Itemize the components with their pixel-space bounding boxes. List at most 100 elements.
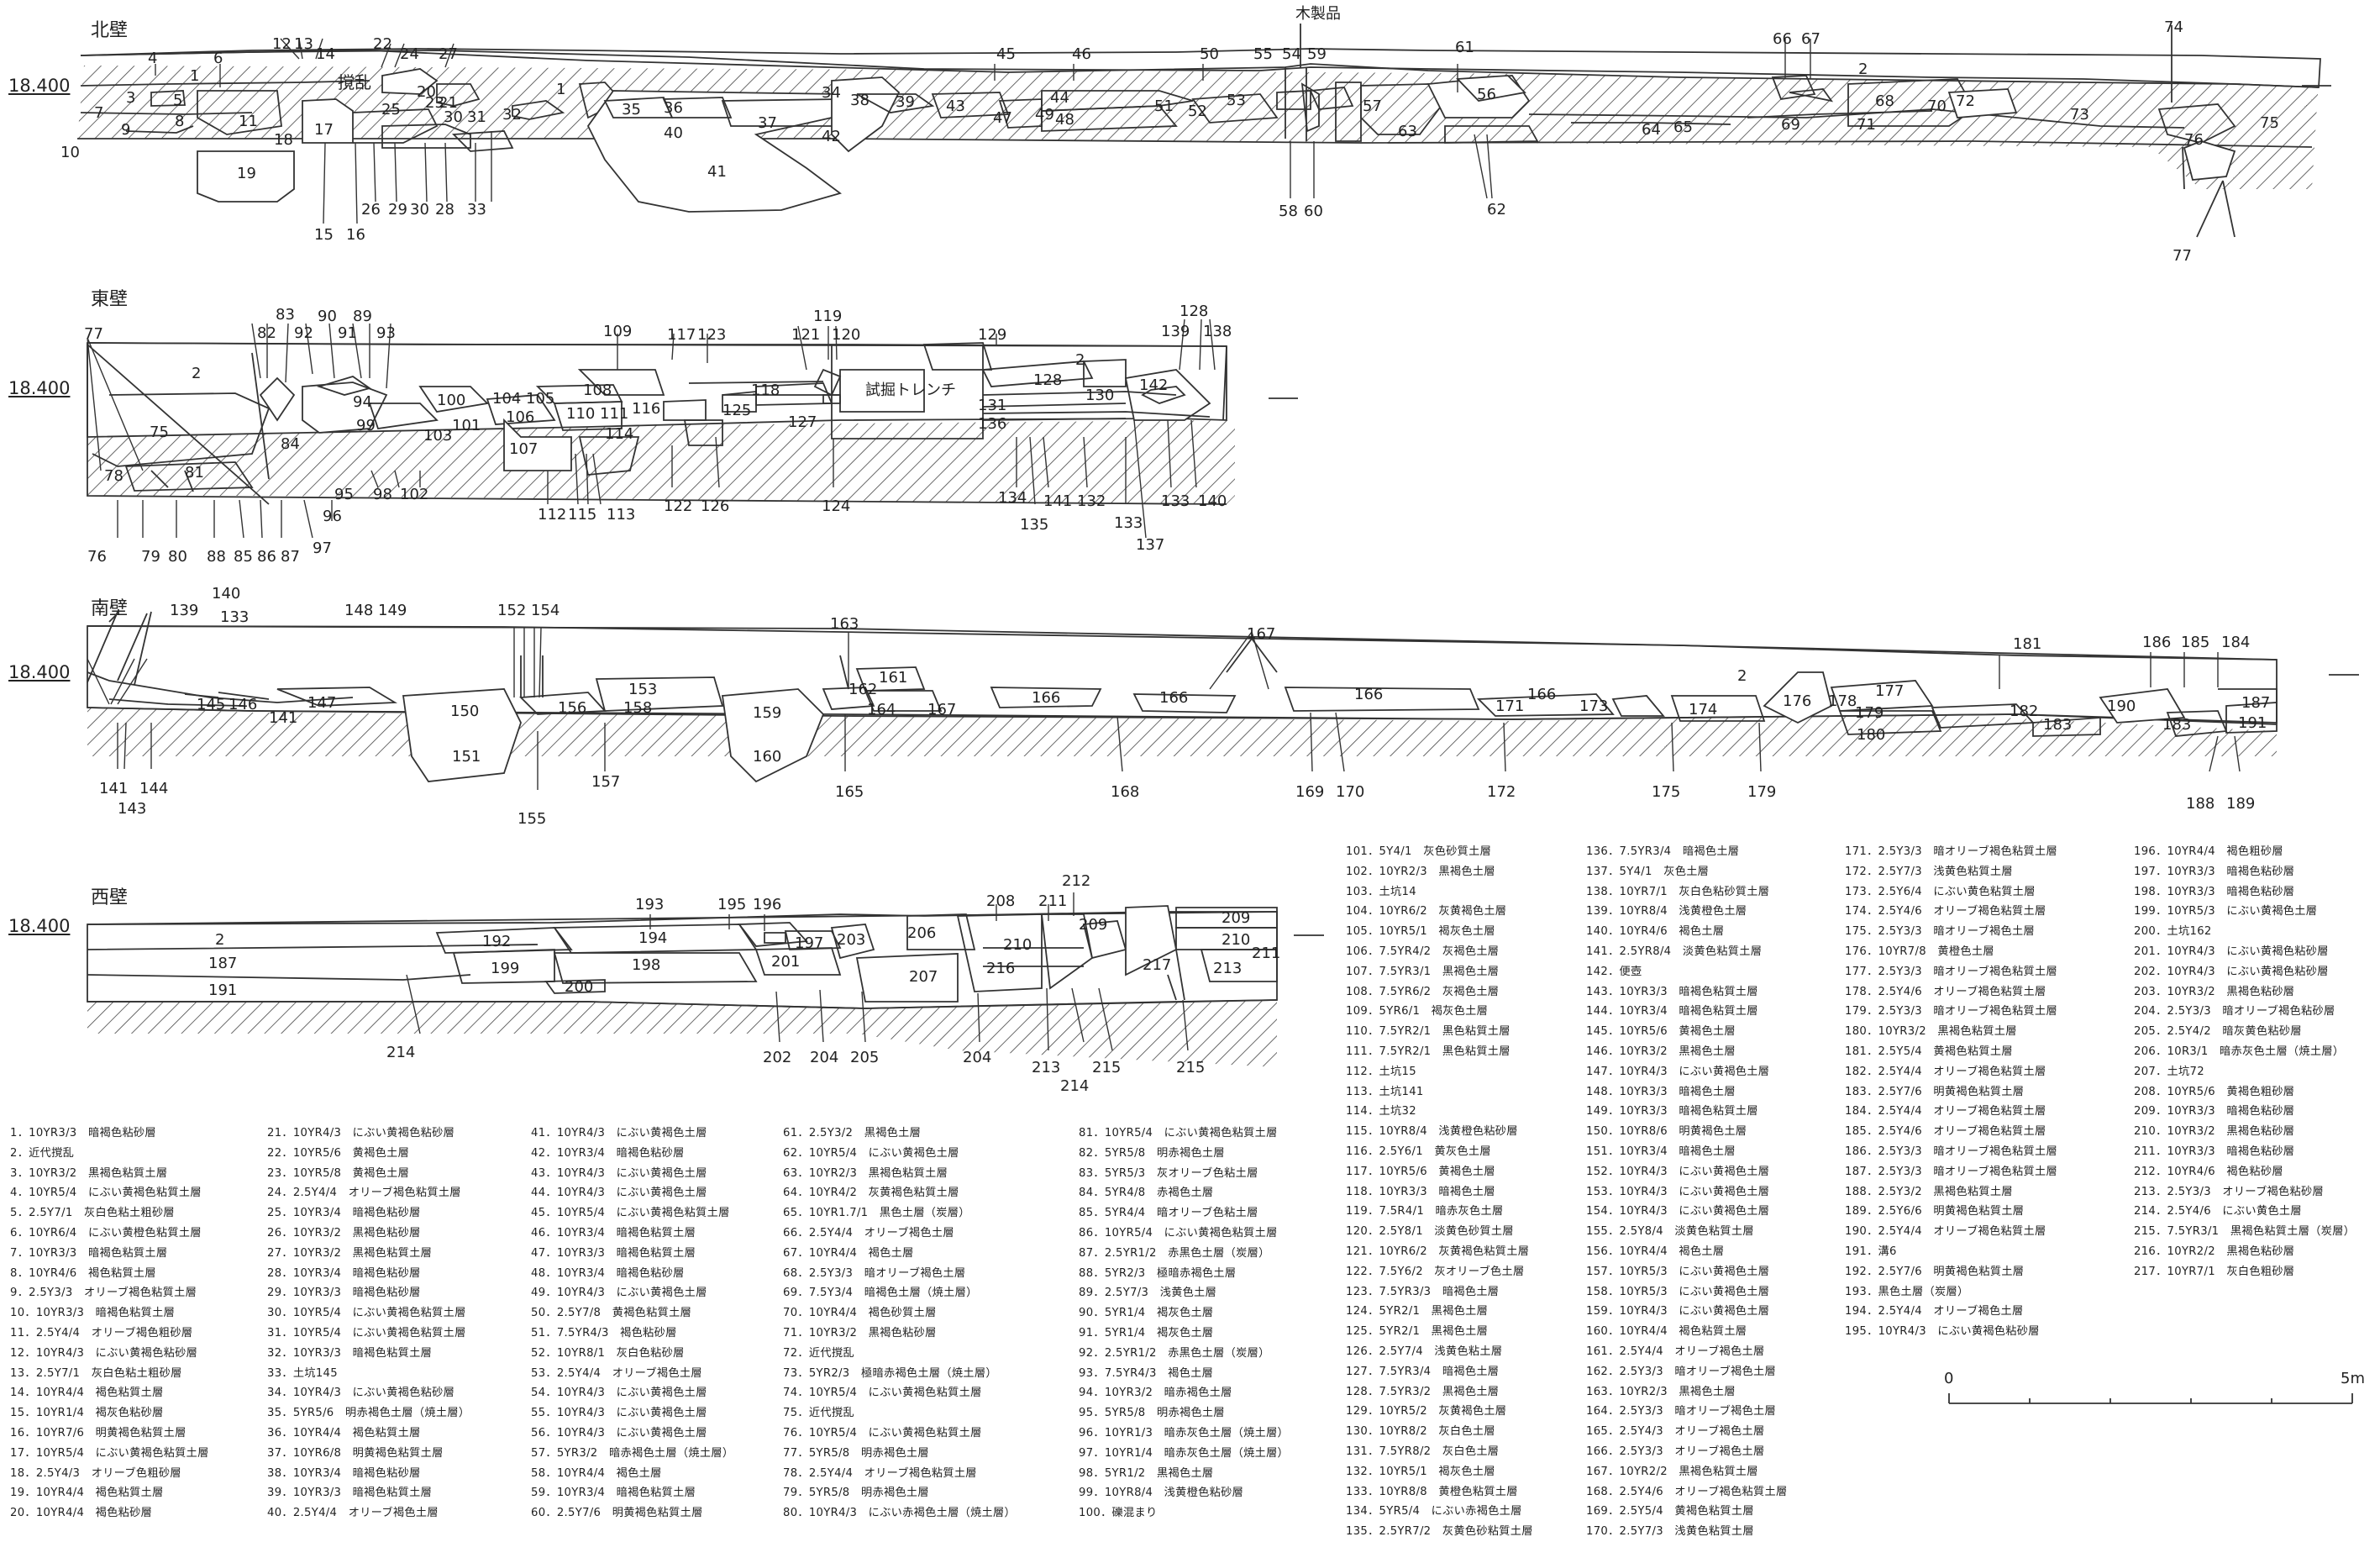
- legend-entry: 10．10YR3/3 暗褐色粘質土層: [10, 1307, 176, 1320]
- west-wall-title: 西壁: [91, 887, 129, 908]
- legend-entry: 81．10YR5/4 にぶい黄褐色粘質土層: [1079, 1127, 1278, 1139]
- legend-entry: 85．5YR4/4 暗オリーブ色粘土層: [1079, 1207, 1258, 1220]
- legend-entry: 22．10YR5/6 黄褐色土層: [267, 1146, 410, 1160]
- svg-text:49: 49: [1035, 106, 1054, 124]
- svg-text:195: 195: [717, 896, 746, 913]
- legend-entry: 67．10YR4/4 褐色土層: [783, 1246, 914, 1260]
- svg-text:147: 147: [307, 694, 336, 712]
- svg-text:118: 118: [751, 382, 780, 399]
- svg-text:89: 89: [353, 308, 372, 325]
- legend-entry: 161．2.5Y4/4 オリーブ褐色土層: [1586, 1345, 1765, 1358]
- svg-text:210: 210: [1222, 931, 1250, 949]
- svg-text:5: 5: [173, 92, 182, 109]
- legend-entry: 129．10YR5/2 灰黄褐色土層: [1346, 1405, 1507, 1418]
- svg-text:198: 198: [632, 956, 660, 974]
- svg-text:106: 106: [506, 408, 534, 426]
- svg-text:60: 60: [1304, 203, 1323, 220]
- legend-entry: 168．2.5Y4/6 オリーブ褐色粘質土層: [1586, 1485, 1788, 1498]
- svg-text:211: 211: [1038, 892, 1067, 910]
- svg-text:48: 48: [1055, 111, 1074, 129]
- svg-text:96: 96: [323, 508, 342, 525]
- svg-text:184: 184: [2221, 634, 2250, 651]
- svg-text:175: 175: [1652, 783, 1680, 801]
- svg-text:151: 151: [452, 748, 481, 766]
- legend-entry: 111．7.5YR2/1 黒色粘質土層: [1346, 1045, 1510, 1058]
- legend-entry: 49．10YR4/3 にぶい黄褐色土層: [531, 1287, 707, 1300]
- legend-entry: 204．2.5Y3/3 暗オリーブ褐色粘砂層: [2134, 1005, 2335, 1018]
- legend-entry: 201．10YR4/3 にぶい黄褐色粘砂層: [2134, 945, 2329, 958]
- svg-text:204: 204: [963, 1049, 991, 1066]
- svg-text:125: 125: [722, 402, 751, 419]
- legend-entry: 5．2.5Y7/1 灰白色粘土粗砂層: [10, 1207, 175, 1220]
- svg-text:170: 170: [1336, 783, 1364, 801]
- legend-entry: 89．2.5Y7/3 浅黄色土層: [1079, 1287, 1217, 1300]
- legend-entry: 158．10YR5/3 にぶい黄褐色土層: [1586, 1285, 1770, 1298]
- legend-entry: 90．5YR1/4 褐灰色土層: [1079, 1307, 1214, 1320]
- svg-text:166: 166: [1032, 689, 1060, 707]
- legend-entry: 184．2.5Y4/4 オリーブ褐色粘質土層: [1845, 1105, 2046, 1118]
- legend-entry: 210．10YR3/2 黒褐色粘砂層: [2134, 1125, 2295, 1139]
- svg-text:173: 173: [1579, 697, 1608, 715]
- svg-text:72: 72: [1956, 92, 1975, 110]
- svg-text:107: 107: [509, 440, 538, 458]
- legend-entry: 159．10YR4/3 にぶい黄褐色土層: [1586, 1305, 1770, 1318]
- svg-text:79: 79: [141, 548, 160, 566]
- svg-text:61: 61: [1455, 39, 1474, 56]
- legend-entry: 14．10YR4/4 褐色粘質土層: [10, 1387, 164, 1400]
- legend-entry: 208．10YR5/6 黄褐色粗砂層: [2134, 1085, 2295, 1098]
- legend-entry: 72．近代撹乱: [783, 1346, 854, 1360]
- svg-text:32: 32: [502, 106, 522, 124]
- legend-entry: 104．10YR6/2 灰黄褐色土層: [1346, 905, 1507, 918]
- legend-entry: 94．10YR3/2 暗赤褐色土層: [1079, 1387, 1232, 1400]
- svg-text:149: 149: [378, 602, 407, 619]
- legend-entry: 192．2.5Y7/6 明黄褐色粘質土層: [1845, 1265, 2025, 1278]
- svg-text:161: 161: [879, 669, 907, 687]
- svg-text:171: 171: [1495, 697, 1524, 715]
- svg-text:165: 165: [835, 783, 864, 801]
- svg-text:16: 16: [346, 226, 365, 244]
- svg-text:2: 2: [1858, 61, 1868, 78]
- legend-entry: 106．7.5YR4/2 灰褐色土層: [1346, 945, 1500, 958]
- svg-text:181: 181: [2013, 635, 2041, 653]
- legend-entry: 115．10YR8/4 浅黄橙色粘砂層: [1346, 1125, 1518, 1139]
- north-wall-section: [77, 24, 2321, 238]
- svg-text:133: 133: [1114, 514, 1143, 532]
- svg-text:197: 197: [795, 934, 823, 952]
- legend-entry: 147．10YR4/3 にぶい黄褐色土層: [1586, 1065, 1770, 1078]
- legend-entry: 133．10YR8/8 黄橙色粘質土層: [1346, 1485, 1518, 1498]
- legend-entry: 200．土坑162: [2134, 925, 2212, 939]
- svg-text:12: 12: [272, 35, 292, 53]
- legend-entry: 154．10YR4/3 にぶい黄褐色土層: [1586, 1205, 1770, 1218]
- legend-entry: 16．10YR7/6 明黄褐色粘質土層: [10, 1426, 187, 1439]
- legend-entry: 1．10YR3/3 暗褐色粘砂層: [10, 1127, 156, 1139]
- svg-text:139: 139: [1161, 323, 1190, 340]
- svg-text:202: 202: [763, 1049, 791, 1066]
- svg-text:56: 56: [1477, 86, 1496, 103]
- scale-start-label: 0: [1944, 1370, 1954, 1387]
- legend-entry: 11．2.5Y4/4 オリーブ褐色粗砂層: [10, 1326, 193, 1339]
- svg-text:13: 13: [294, 35, 313, 53]
- svg-text:116: 116: [632, 400, 660, 418]
- legend-entry: 59．10YR3/4 暗褐色粘質土層: [531, 1487, 696, 1500]
- svg-text:50: 50: [1200, 45, 1219, 63]
- svg-text:150: 150: [450, 703, 479, 720]
- legend-entry: 211．10YR3/3 暗褐色粘砂層: [2134, 1145, 2295, 1158]
- svg-text:217: 217: [1143, 956, 1171, 974]
- svg-text:214: 214: [386, 1044, 415, 1061]
- svg-text:47: 47: [993, 109, 1012, 127]
- svg-text:155: 155: [518, 810, 546, 828]
- legend-entry: 61．2.5Y3/2 黒褐色土層: [783, 1127, 922, 1139]
- scale-end-label: 5m: [2341, 1370, 2365, 1387]
- legend-entry: 187．2.5Y3/3 暗オリーブ褐色粘質土層: [1845, 1165, 2057, 1178]
- legend-entry: 164．2.5Y3/3 暗オリーブ褐色土層: [1586, 1405, 1776, 1418]
- legend-entry: 76．10YR5/4 にぶい黄褐色粘質土層: [783, 1426, 982, 1439]
- legend-entry: 175．2.5Y3/3 暗オリーブ褐色土層: [1845, 925, 2035, 939]
- svg-text:70: 70: [1927, 97, 1947, 115]
- svg-text:185: 185: [2181, 634, 2209, 651]
- legend-entry: 20．10YR4/4 褐色粘砂層: [10, 1507, 153, 1520]
- svg-text:142: 142: [1139, 376, 1168, 394]
